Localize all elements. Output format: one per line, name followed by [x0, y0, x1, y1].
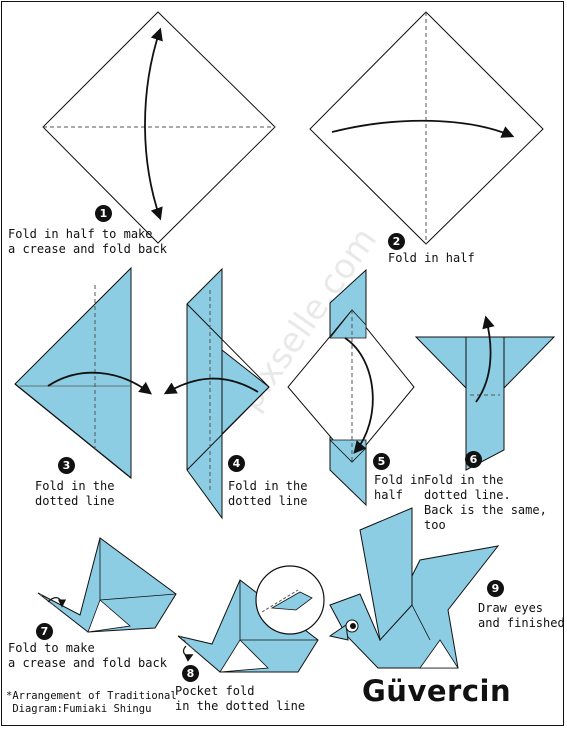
step-4-number: 4	[228, 455, 245, 472]
step-3-diagram	[14, 266, 153, 480]
step-1-diagram	[42, 11, 276, 244]
step-8-diagram	[177, 565, 325, 673]
step-1-caption: Fold in half to make a crease and fold b…	[8, 227, 167, 256]
step-9-caption: Draw eyes and finished	[478, 601, 565, 630]
step-6-caption: Fold in the dotted line. Back is the sam…	[424, 473, 547, 532]
step-7-caption: Fold to make a crease and fold back	[8, 641, 167, 670]
step-4-caption: Fold in the dotted line	[228, 479, 308, 508]
step-6-number: 6	[465, 451, 482, 468]
step-2-diagram	[309, 11, 544, 245]
step-6-diagram	[414, 315, 556, 471]
step-5-diagram	[287, 268, 415, 507]
credit-text: *Arrangement of Traditional Diagram:Fumi…	[6, 690, 177, 715]
page-title: Güvercin	[362, 674, 512, 708]
step-2-caption: Fold in half	[388, 251, 475, 265]
step-3-caption: Fold in the dotted line	[35, 479, 115, 508]
step-7-number: 7	[36, 623, 53, 640]
step-9-diagram	[328, 507, 500, 669]
step-5-caption: Fold in half	[374, 473, 425, 502]
step-3-number: 3	[58, 457, 75, 474]
step-8-number: 8	[182, 665, 199, 682]
step-9-number: 9	[487, 580, 504, 597]
step-8-caption: Pocket fold in the dotted line	[175, 684, 306, 713]
step-1-number: 1	[95, 205, 112, 222]
step-7-diagram	[37, 537, 177, 633]
step-4-diagram	[163, 267, 270, 520]
step-2-number: 2	[388, 233, 405, 250]
step-5-number: 5	[373, 453, 390, 470]
